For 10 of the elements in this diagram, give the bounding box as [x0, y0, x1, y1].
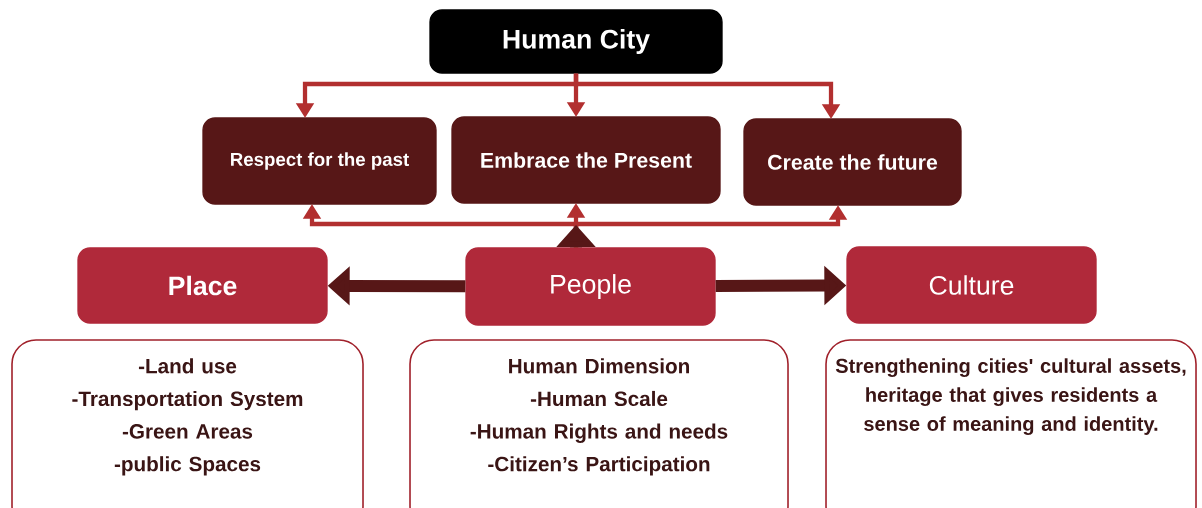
category-box: Culture [846, 246, 1097, 324]
category-box: Place [77, 247, 328, 324]
list-box: Human Dimension -Human Scale -Human Rights and needs -Citizen’s Participation [409, 339, 789, 508]
concept-box: Create the future [743, 118, 962, 206]
category-box: People [465, 247, 716, 326]
list-box: -Land use -Transportation System -Green Areas -public Spaces [11, 339, 364, 508]
concept-box: Embrace the Present [451, 116, 721, 204]
title-box: Human City [429, 9, 723, 74]
text-box: Strengthening cities' cultural assets, heritage that gives residents a sense of meaning and identity. [825, 339, 1197, 508]
concept-box: Respect for the past [202, 117, 437, 205]
